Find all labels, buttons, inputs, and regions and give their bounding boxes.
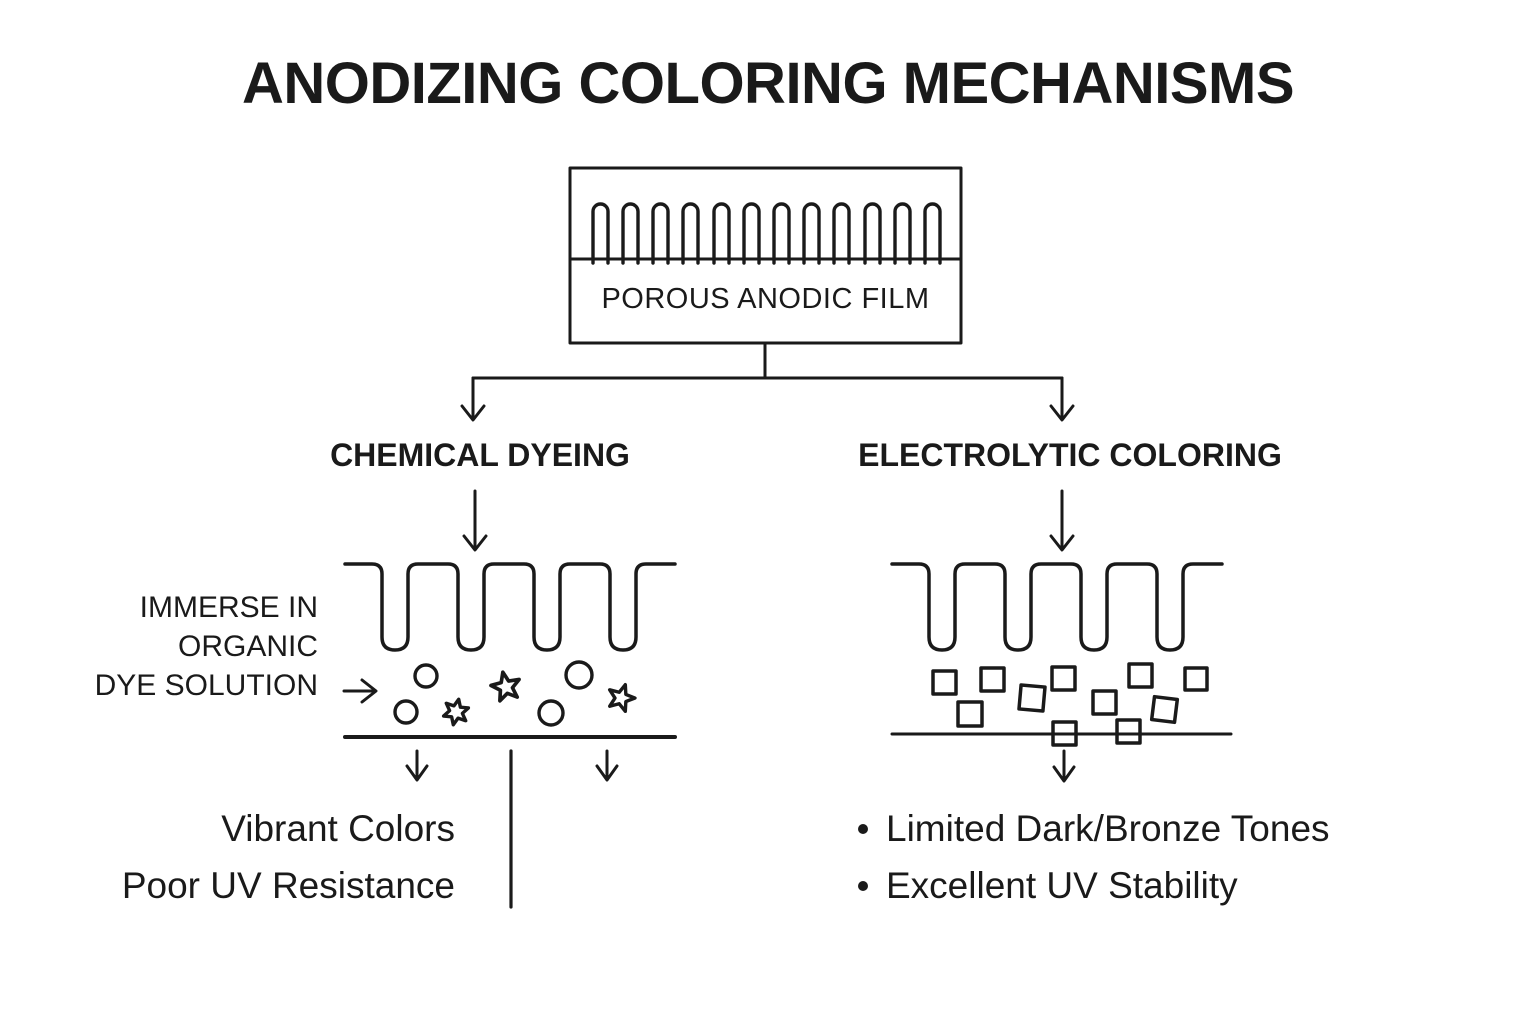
arrow-down-icon <box>460 376 486 422</box>
chemical-dyeing-heading: CHEMICAL DYEING <box>330 437 630 473</box>
arrow-down-icon <box>462 489 488 552</box>
metal-particle-square-icon <box>1127 662 1154 689</box>
electrolytic-outcome-tones: Limited Dark/Bronze Tones <box>886 808 1330 849</box>
immerse-line-2: ORGANIC <box>177 630 318 663</box>
chemical-outcome-uv: Poor UV Resistance <box>121 865 455 906</box>
dye-molecules <box>393 660 640 729</box>
pore-surface-icon <box>343 562 677 652</box>
metal-particle-square-icon <box>1183 666 1209 692</box>
metal-particle-square-icon <box>1091 689 1118 716</box>
porous-film-label: POROUS ANODIC FILM <box>601 283 930 315</box>
dye-molecule-star-icon <box>603 678 640 715</box>
metal-particle-square-icon <box>1115 718 1142 745</box>
bullet-dot-icon <box>858 824 868 834</box>
chemical-dyeing-graphics <box>342 489 677 909</box>
electrolytic-coloring-heading: ELECTROLYTIC COLORING <box>858 437 1282 473</box>
dye-molecule-star-icon <box>486 667 525 704</box>
metal-particle-square-icon <box>931 669 958 696</box>
dye-molecule-circle-icon <box>564 660 594 690</box>
metal-particles <box>931 662 1209 747</box>
chemical-outcome-vibrant: Vibrant Colors <box>221 808 455 849</box>
metal-particle-square-icon <box>956 700 984 728</box>
porous-film-icon <box>568 166 963 345</box>
arrow-down-icon <box>1049 376 1075 422</box>
electrolytic-outcome-uv: Excellent UV Stability <box>886 865 1238 906</box>
arrow-down-icon <box>1052 749 1076 783</box>
immerse-line-3: DYE SOLUTION <box>94 669 318 702</box>
pore-channels <box>591 202 942 265</box>
dye-molecule-circle-icon <box>413 663 439 689</box>
dye-molecule-circle-icon <box>393 699 419 725</box>
page-title: ANODIZING COLORING MECHANISMS <box>241 51 1295 116</box>
metal-particle-square-icon <box>1050 665 1077 692</box>
dye-molecule-star-icon <box>440 695 472 729</box>
branch-connector <box>460 341 1075 422</box>
arrow-down-icon <box>595 749 619 782</box>
arrow-down-icon <box>405 749 429 782</box>
dye-molecule-circle-icon <box>537 699 565 727</box>
metal-particle-square-icon <box>1017 683 1047 713</box>
metal-particle-square-icon <box>1051 720 1078 747</box>
electrolytic-coloring-graphics <box>890 489 1233 783</box>
immerse-line-1: IMMERSE IN <box>139 591 318 624</box>
pore-surface-icon <box>890 562 1224 652</box>
arrow-right-icon <box>342 678 378 704</box>
arrow-down-icon <box>1049 489 1075 552</box>
immerse-process-label: IMMERSE IN ORGANIC DYE SOLUTION <box>78 588 318 705</box>
metal-particle-square-icon <box>979 666 1006 693</box>
bullet-dot-icon <box>858 881 868 891</box>
metal-particle-square-icon <box>1149 694 1180 725</box>
